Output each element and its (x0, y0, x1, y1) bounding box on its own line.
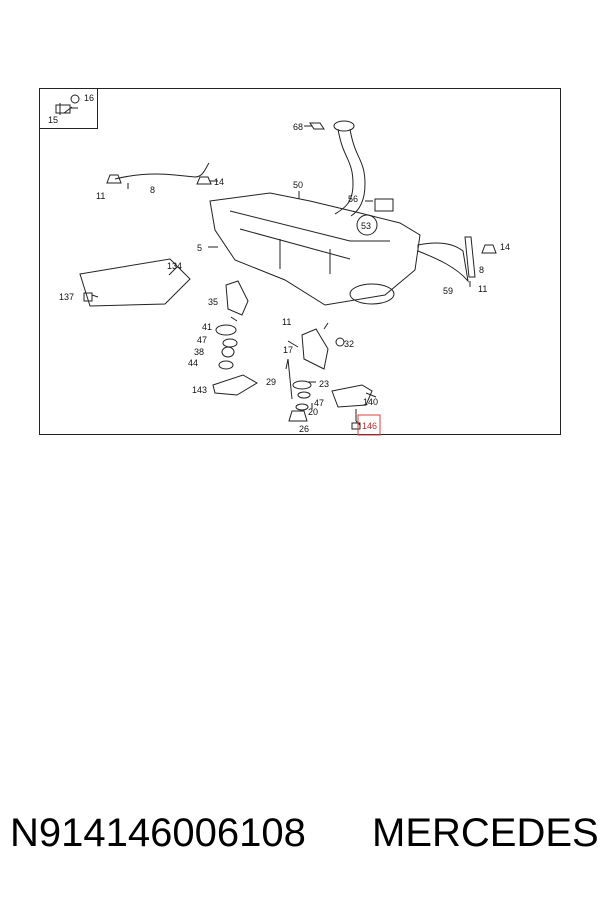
callout-label: 137 (59, 292, 74, 302)
grommet-53-shape (356, 214, 378, 236)
callout-label: 5 (197, 243, 202, 253)
callout-label: 59 (443, 286, 453, 296)
callout-label: 41 (202, 322, 212, 332)
callout-label: 143 (192, 385, 207, 395)
stud-29-shape (285, 358, 293, 400)
bush-38-shape (221, 346, 235, 358)
fuel-line-left-shape (114, 162, 210, 180)
callout-label: 140 (363, 397, 378, 407)
callout-label: 47 (197, 335, 207, 345)
callout-label: 29 (266, 377, 276, 387)
callout-label: 15 (48, 115, 58, 125)
inset-bolt-shape (55, 103, 78, 115)
callout-label: 56 (348, 194, 358, 204)
callout-label: 26 (299, 424, 309, 434)
filler-cap-shape (333, 120, 355, 132)
callout-labels: 16 15 68 8 11 14 50 56 53 5 14 8 134 137… (48, 93, 510, 434)
callout-label: 53 (361, 221, 371, 231)
bracket-143-shape (212, 374, 258, 396)
brand-text: MERCEDES (372, 811, 599, 855)
callout-label: 8 (150, 185, 155, 195)
nut-32-shape (335, 337, 345, 347)
strap-right-shape (464, 236, 476, 278)
bracket-140-shape (331, 384, 373, 408)
tank-ridge-shape (229, 210, 390, 274)
screw-146-shape (351, 409, 361, 430)
cap-26-shape (288, 410, 308, 422)
callout-label: 14 (500, 242, 510, 252)
ring-47-left-shape (222, 338, 238, 348)
callout-label: 32 (344, 339, 354, 349)
callout-label: 47 (314, 398, 324, 408)
inset-detail-box (40, 89, 98, 129)
callout-label: 50 (293, 180, 303, 190)
callout-label: 11 (478, 284, 487, 294)
clip-14-left-shape (196, 176, 212, 185)
heat-shield-right-shape (417, 242, 469, 283)
fuel-tank-shape (209, 192, 421, 306)
clip-14-right-shape (481, 244, 497, 254)
callout-label: 44 (188, 358, 198, 368)
callout-label: 14 (214, 177, 224, 187)
callout-label: 16 (84, 93, 94, 103)
mount-35-shape (225, 280, 249, 316)
callout-label-highlighted: 146 (362, 421, 377, 431)
highlight-box-146 (357, 414, 381, 436)
parts-diagram: 16 15 68 8 11 14 50 56 53 5 14 8 134 137… (39, 88, 561, 436)
tank-pump-flange-shape (349, 283, 395, 305)
mount-17-shape (301, 328, 329, 370)
callout-label: 11 (96, 191, 105, 201)
callout-label: 35 (208, 297, 218, 307)
callout-label: 68 (293, 122, 303, 132)
clip-11-left-shape (106, 174, 122, 184)
callout-label: 8 (479, 265, 484, 275)
callout-label: 134 (167, 261, 182, 271)
callout-label: 20 (308, 407, 318, 417)
washer-41-shape (215, 324, 237, 336)
clip-68-shape (309, 122, 325, 130)
bolt-137-shape (83, 292, 93, 302)
cap-44-shape (218, 360, 234, 370)
vent-valve-56-shape (374, 198, 394, 212)
callout-label: 38 (194, 347, 204, 357)
washer-23-shape (292, 380, 312, 390)
callout-label: 11 (282, 317, 291, 327)
part-number-text: N914146006108 (10, 811, 306, 855)
callout-label: 17 (283, 345, 293, 355)
ring-47-center-shape (297, 391, 311, 399)
callout-label: 23 (319, 379, 329, 389)
bush-20-shape (295, 403, 309, 411)
exploded-view-drawing: 16 15 68 8 11 14 50 56 53 5 14 8 134 137… (48, 93, 510, 436)
inset-washer-shape (70, 94, 80, 104)
